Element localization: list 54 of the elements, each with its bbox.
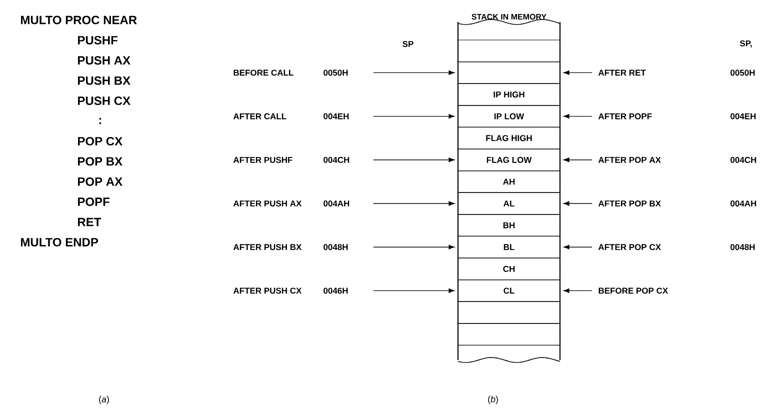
stack-cell: CH: [458, 258, 560, 280]
arrow: [373, 244, 455, 250]
stack-pointer-label: AFTER POP BX 004AH: [598, 200, 756, 206]
code-line: MULTO PROC NEAR: [21, 16, 137, 24]
stack-pointer-label: BEFORE CALL 0050H: [234, 70, 348, 76]
arrow: [373, 158, 455, 162]
stack-cell: IP HIGH: [458, 83, 560, 106]
stack-pointer-label: AFTER CALL 004EH: [233, 113, 349, 120]
arrow: [373, 201, 455, 206]
arrow: [563, 244, 592, 250]
arrow: [563, 70, 592, 75]
stack-cell: FLAG LOW: [458, 148, 560, 172]
stack-pointer-label: AFTER PUSHF 004CH: [233, 156, 350, 163]
stack-cell: FLAG HIGH: [458, 126, 560, 150]
column-heading: SP: [402, 41, 414, 47]
empty-stack-cell: [458, 40, 560, 62]
empty-stack-cell: [458, 323, 560, 346]
stack-cell: BH: [458, 214, 560, 236]
stack-pointer-label: BEFORE POP CX: [598, 288, 668, 294]
arrow: [563, 288, 592, 293]
stack-pointer-label: AFTER POPF 004EH: [598, 113, 756, 120]
arrow: [563, 201, 592, 206]
stack-pointer-label: AFTER PUSH BX 0048H: [233, 244, 348, 250]
code-line: PUSHF: [78, 36, 118, 44]
code-line: POP CX: [78, 136, 122, 146]
empty-stack-cell: [458, 301, 560, 324]
column-heading: SP,: [740, 40, 752, 48]
stack-pointer-label: AFTER PUSH AX 004AH: [233, 200, 350, 206]
code-line: POPF: [78, 198, 110, 206]
empty-stack-cell: [458, 62, 560, 84]
stack-pointer-label: AFTER POP CX 0048H: [598, 244, 755, 250]
code-line: PUSH CX: [78, 96, 130, 106]
stack-cell: CL: [458, 280, 560, 302]
code-line: POP BX: [78, 157, 122, 166]
arrow: [373, 70, 455, 75]
stack-cell: BL: [458, 236, 560, 258]
stack-cell: AL: [458, 192, 560, 215]
code-line: RET: [78, 218, 102, 226]
stack-pointer-label: AFTER POP AX 004CH: [598, 156, 756, 163]
arrow: [373, 288, 455, 293]
code-line: POP AX: [78, 177, 122, 186]
stack-pointer-label: AFTER RET 0050H: [598, 70, 755, 76]
code-line: MULTO ENDP: [21, 238, 98, 246]
arrow: [563, 114, 592, 119]
code-line: PUSH BX: [78, 76, 130, 85]
stack-pointer-label: AFTER PUSH CX 0046H: [233, 288, 348, 294]
panel-label: (a): [99, 396, 109, 404]
panel-label: (b): [488, 396, 498, 404]
arrow: [373, 114, 455, 119]
code-line: :: [99, 118, 102, 124]
stack-cell: AH: [458, 170, 560, 193]
code-line: PUSH AX: [78, 56, 130, 65]
arrow: [563, 158, 592, 162]
stack-cell: IP LOW: [458, 105, 560, 128]
